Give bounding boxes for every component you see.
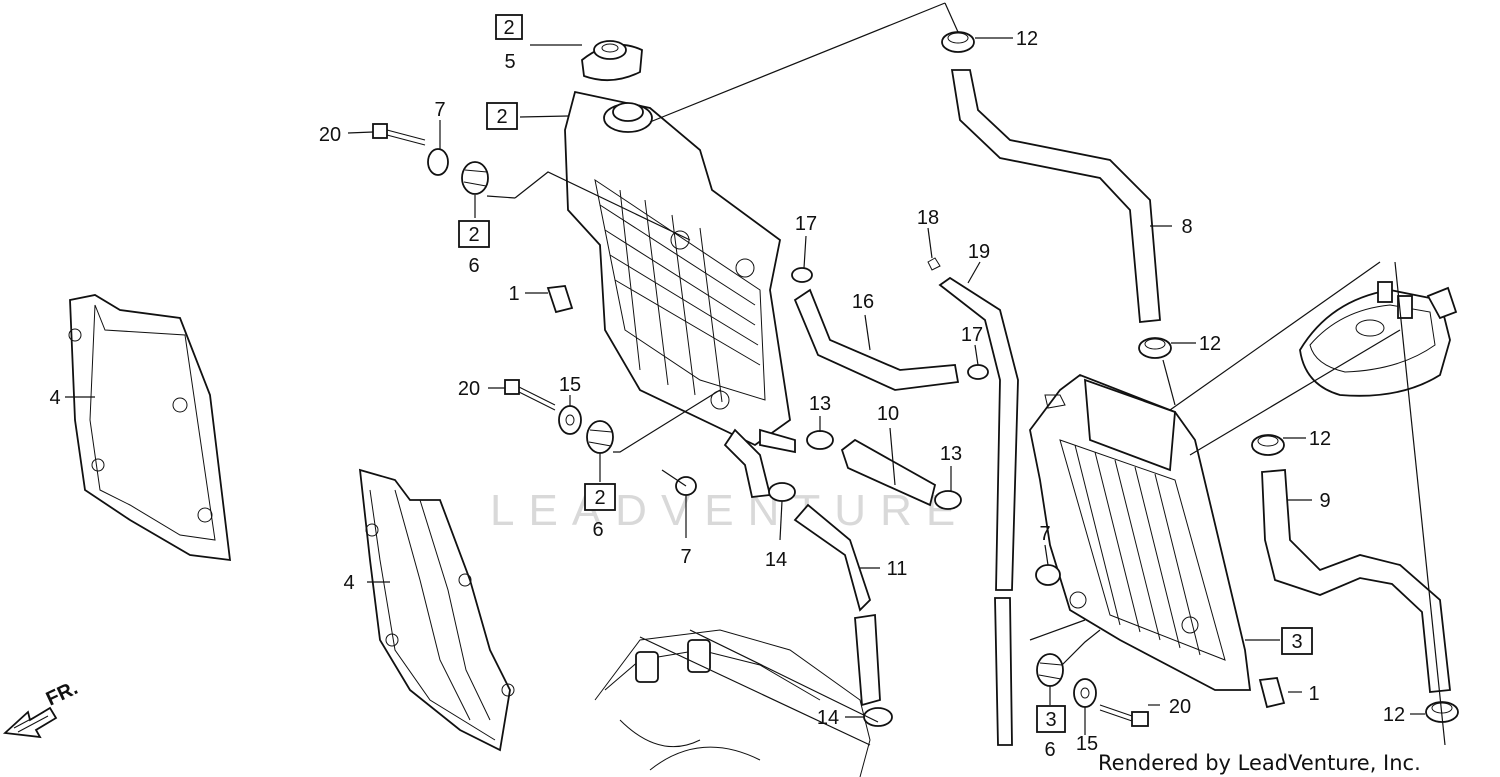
bolt-20c (1099, 704, 1149, 727)
hose-11-lower (854, 613, 881, 707)
grommet-6a (461, 161, 489, 195)
front-direction-arrow: FR. (2, 677, 81, 739)
collar-7a (427, 148, 449, 176)
callout-12d: 12 (1383, 704, 1405, 726)
callout-12b: 12 (1199, 333, 1221, 355)
grommet-6c (1036, 653, 1064, 687)
callout-12a: 12 (1016, 28, 1038, 50)
callout-16: 16 (852, 291, 874, 313)
hose-clamp-17b (967, 364, 989, 380)
callout-17b: 17 (961, 324, 983, 346)
engine-case (594, 629, 871, 777)
breather-tube-19-lower (994, 597, 1013, 746)
callout-13a: 13 (809, 393, 831, 415)
callout-14a: 14 (765, 549, 787, 571)
clip-1b (1258, 677, 1286, 709)
grommet-6b (586, 420, 614, 454)
callout-15b: 15 (1076, 733, 1098, 755)
radiator-guard-bottom (358, 468, 515, 752)
boxed-label-6-mid: 2 (594, 487, 605, 509)
callouts: 5 20 7 6 1 4 20 15 6 7 4 12 8 12 12 9 12… (49, 28, 1405, 761)
callout-19: 19 (968, 241, 990, 263)
callout-20b: 20 (458, 378, 480, 400)
collar-7c (1035, 564, 1061, 586)
callout-7c: 7 (1039, 523, 1050, 545)
callout-6b: 6 (592, 519, 603, 541)
callout-13b: 13 (940, 443, 962, 465)
callout-17a: 17 (795, 213, 817, 235)
washer-15b (1073, 678, 1097, 708)
bolt-20b (504, 379, 556, 411)
right-radiator (1029, 373, 1252, 691)
leader-lines (65, 2, 1446, 746)
callout-12c: 12 (1309, 428, 1331, 450)
rendered-by-credit: Rendered by LeadVenture, Inc. (1098, 751, 1421, 775)
radiator-guard-top (68, 294, 232, 562)
callout-20a: 20 (319, 124, 341, 146)
boxed-label-5: 2 (503, 17, 514, 39)
callout-20c: 20 (1169, 696, 1191, 718)
callout-14b: 14 (817, 707, 839, 729)
hose-11 (793, 503, 872, 612)
hose-clamp-13a (806, 430, 834, 450)
callout-4a: 4 (49, 387, 60, 409)
callout-8: 8 (1181, 216, 1192, 238)
callout-5: 5 (504, 51, 515, 73)
callout-15a: 15 (559, 374, 581, 396)
hose-clamp-12b (1138, 337, 1172, 359)
hose-10 (840, 438, 937, 507)
washer-15a (558, 405, 582, 435)
callout-6c: 6 (1044, 739, 1055, 761)
hose-16 (793, 288, 960, 391)
callout-7a: 7 (434, 99, 445, 121)
hose-clamp-12c (1251, 434, 1285, 456)
lower-radiator-hose-right (1261, 469, 1451, 693)
hose-clamp-12a (941, 31, 975, 53)
hose-clamp-14a (768, 482, 796, 502)
boxed-reference-labels: 2 2 2 2 3 3 (458, 14, 1313, 733)
watermark-text: LEADVENTURE (490, 486, 969, 535)
boxed-label-right-radiator: 3 (1291, 631, 1302, 653)
callout-10: 10 (877, 403, 899, 425)
callout-1b: 1 (1308, 683, 1319, 705)
clip-18 (927, 257, 941, 271)
cylinder-head (1299, 281, 1458, 397)
callout-6a: 6 (468, 255, 479, 277)
left-radiator (564, 90, 796, 454)
callout-7b: 7 (680, 546, 691, 568)
callout-18: 18 (917, 207, 939, 229)
hose-clamp-17a (791, 267, 813, 283)
upper-radiator-hose-right (950, 69, 1161, 323)
boxed-label-6-bottom: 3 (1045, 709, 1056, 731)
breather-tube-19 (938, 276, 1019, 591)
callout-9: 9 (1319, 490, 1330, 512)
radiator-cap (581, 40, 643, 82)
callout-1a: 1 (508, 283, 519, 305)
front-direction-label: FR. (43, 677, 81, 711)
callout-4b: 4 (343, 572, 354, 594)
hose-clamp-13b (934, 490, 962, 510)
clip-1a (546, 285, 574, 314)
bolt-20a (372, 123, 426, 146)
left-radiator-outlet (723, 428, 772, 498)
boxed-label-6-top: 2 (468, 224, 479, 246)
boxed-label-radiator-left: 2 (496, 106, 507, 128)
callout-11: 11 (887, 558, 908, 580)
